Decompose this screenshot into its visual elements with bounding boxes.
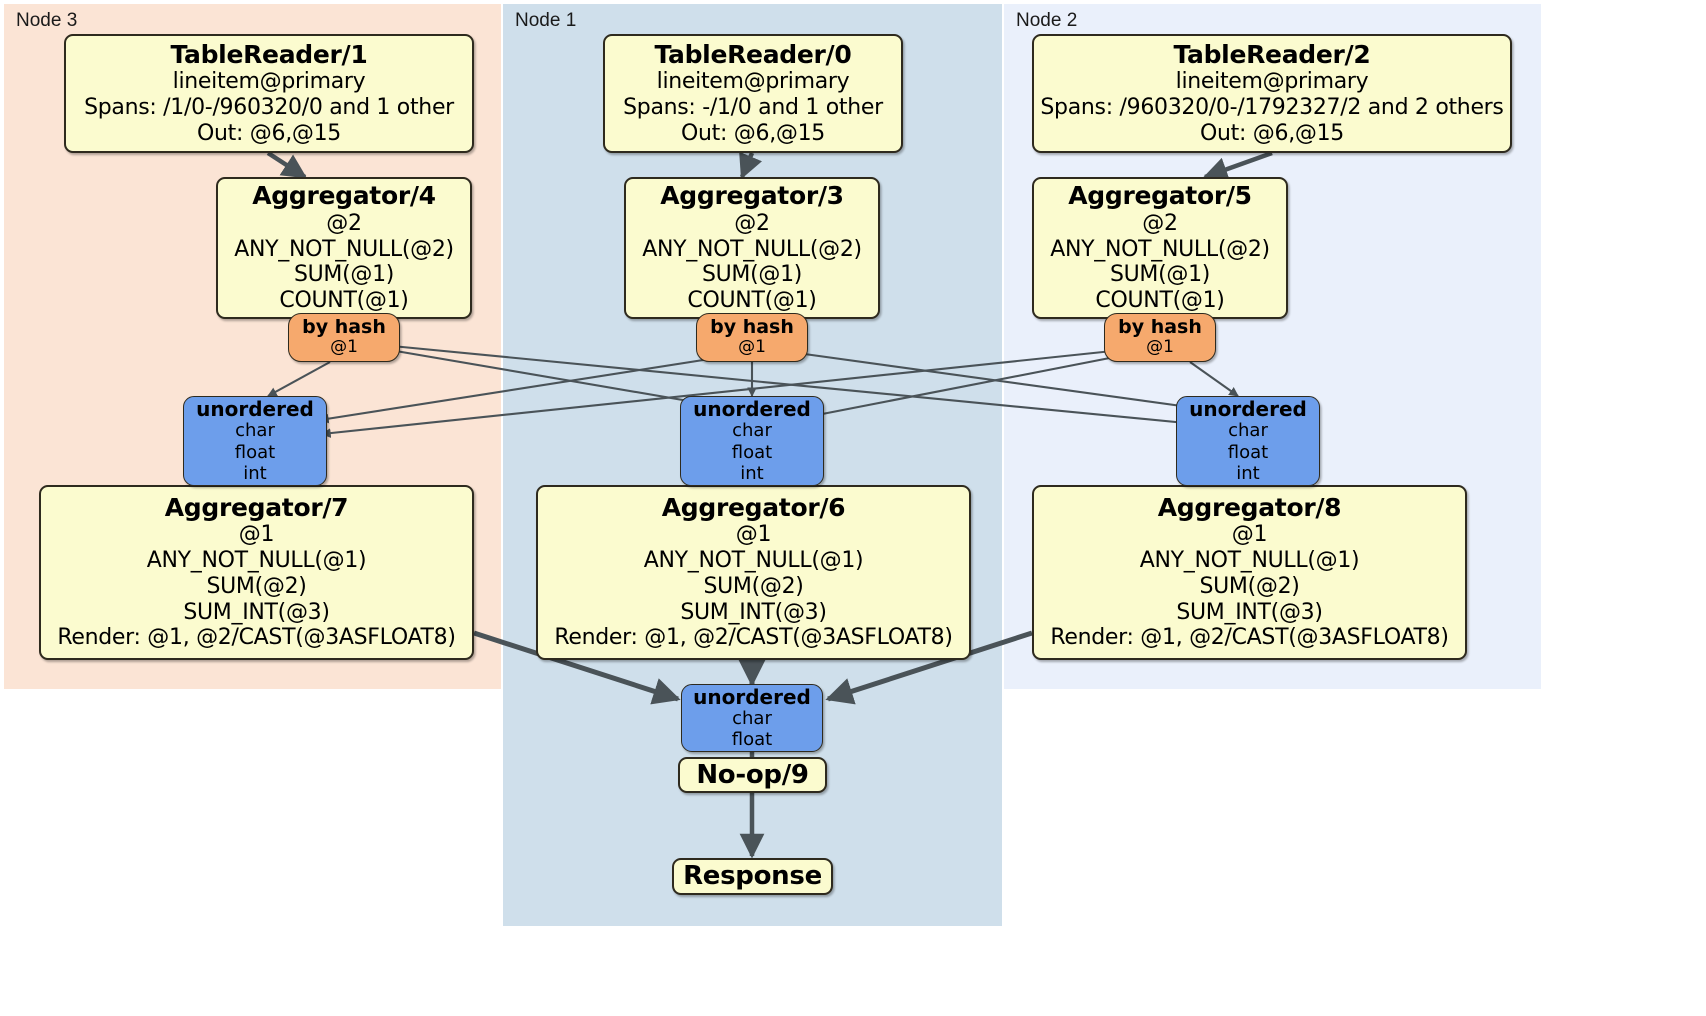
receiver-type: float [731, 729, 773, 751]
processor-tablereader-0[interactable]: TableReader/0 lineitem@primary Spans: -/… [603, 34, 903, 153]
processor-func: ANY_NOT_NULL(@2) [1050, 236, 1270, 262]
processor-title: Aggregator/7 [164, 492, 349, 522]
processor-title: TableReader/0 [654, 39, 852, 69]
node-panel-label-node2: Node 2 [1016, 10, 1078, 31]
processor-render: Render: @1, @2/CAST(@3ASFLOAT8) [1050, 625, 1449, 651]
processor-aggregator-5[interactable]: Aggregator/5 @2 ANY_NOT_NULL(@2) SUM(@1)… [1032, 177, 1288, 319]
processor-func: SUM(@1) [1109, 262, 1211, 288]
processor-group: @2 [1142, 210, 1178, 236]
processor-title: Aggregator/6 [661, 492, 846, 522]
router-title: by hash [302, 316, 386, 339]
processor-func: SUM(@1) [293, 262, 395, 288]
processor-group: @1 [1231, 522, 1268, 548]
processor-func: ANY_NOT_NULL(@2) [642, 236, 862, 262]
receiver-type: char [235, 420, 275, 442]
processor-func: ANY_NOT_NULL(@1) [146, 548, 367, 574]
output-router-by-hash-aggregator-5[interactable]: by hash @1 [1104, 313, 1216, 362]
receiver-type: float [234, 441, 276, 463]
router-title: by hash [1118, 316, 1202, 339]
processor-func: SUM(@2) [206, 573, 307, 599]
processor-table: lineitem@primary [1175, 69, 1369, 95]
processor-func: SUM_INT(@3) [183, 599, 330, 625]
processor-aggregator-8[interactable]: Aggregator/8 @1 ANY_NOT_NULL(@1) SUM(@2)… [1032, 485, 1467, 660]
router-key: @1 [330, 337, 358, 358]
processor-func: SUM(@2) [703, 573, 804, 599]
processor-tablereader-1[interactable]: TableReader/1 lineitem@primary Spans: /1… [64, 34, 474, 153]
processor-title: TableReader/2 [1173, 39, 1371, 69]
processor-title: Aggregator/3 [660, 181, 844, 211]
processor-render: Render: @1, @2/CAST(@3ASFLOAT8) [57, 625, 456, 651]
router-key: @1 [738, 337, 766, 358]
receiver-title: unordered [196, 396, 314, 421]
receiver-title: unordered [1189, 396, 1307, 421]
output-router-by-hash-aggregator-3[interactable]: by hash @1 [696, 313, 808, 362]
processor-title: No-op/9 [696, 759, 809, 790]
processor-aggregator-3[interactable]: Aggregator/3 @2 ANY_NOT_NULL(@2) SUM(@1)… [624, 177, 880, 319]
processor-group: @2 [326, 210, 362, 236]
router-key: @1 [1146, 337, 1174, 358]
response-title: Response [683, 861, 822, 892]
receiver-type: char [732, 420, 772, 442]
router-title: by hash [710, 316, 794, 339]
receiver-type: int [1236, 462, 1260, 484]
processor-func: SUM_INT(@3) [1176, 599, 1323, 625]
receiver-type: char [1228, 420, 1268, 442]
processor-func: ANY_NOT_NULL(@1) [1139, 548, 1360, 574]
processor-spans: Spans: /960320/0-/1792327/2 and 2 others [1040, 94, 1504, 120]
processor-no-op-9[interactable]: No-op/9 [678, 757, 827, 793]
processor-func: ANY_NOT_NULL(@2) [234, 236, 454, 262]
processor-title: Aggregator/8 [1157, 492, 1342, 522]
processor-render: Render: @1, @2/CAST(@3ASFLOAT8) [554, 625, 953, 651]
node-panel-label-node3: Node 3 [16, 10, 78, 31]
receiver-title: unordered [693, 684, 811, 709]
processor-func: COUNT(@1) [279, 287, 409, 313]
processor-func: SUM(@2) [1199, 573, 1300, 599]
input-synchronizer-unordered-node2[interactable]: unordered char float int [1176, 396, 1320, 486]
receiver-type: int [243, 462, 267, 484]
processor-func: SUM_INT(@3) [680, 599, 827, 625]
input-synchronizer-unordered-node1[interactable]: unordered char float int [680, 396, 824, 486]
processor-table: lineitem@primary [172, 69, 366, 95]
processor-func: SUM(@1) [701, 262, 803, 288]
receiver-type: int [740, 462, 764, 484]
receiver-type: char [732, 707, 772, 729]
receiver-type: float [731, 441, 773, 463]
processor-title: Aggregator/5 [1068, 181, 1252, 211]
processor-out: Out: @6,@15 [1200, 120, 1344, 146]
processor-title: Aggregator/4 [252, 181, 436, 211]
processor-func: ANY_NOT_NULL(@1) [643, 548, 864, 574]
processor-aggregator-7[interactable]: Aggregator/7 @1 ANY_NOT_NULL(@1) SUM(@2)… [39, 485, 474, 660]
processor-out: Out: @6,@15 [197, 120, 341, 146]
receiver-type: float [1227, 441, 1269, 463]
processor-func: COUNT(@1) [1095, 287, 1225, 313]
processor-title: TableReader/1 [170, 39, 368, 69]
processor-tablereader-2[interactable]: TableReader/2 lineitem@primary Spans: /9… [1032, 34, 1512, 153]
output-router-by-hash-aggregator-4[interactable]: by hash @1 [288, 313, 400, 362]
response-node[interactable]: Response [672, 858, 833, 895]
processor-aggregator-6[interactable]: Aggregator/6 @1 ANY_NOT_NULL(@1) SUM(@2)… [536, 485, 971, 660]
processor-group: @1 [238, 522, 275, 548]
processor-group: @1 [735, 522, 772, 548]
processor-spans: Spans: -/1/0 and 1 other [623, 94, 883, 120]
receiver-title: unordered [693, 396, 811, 421]
processor-out: Out: @6,@15 [681, 120, 825, 146]
processor-table: lineitem@primary [656, 69, 850, 95]
processor-func: COUNT(@1) [687, 287, 817, 313]
processor-spans: Spans: /1/0-/960320/0 and 1 other [84, 94, 454, 120]
processor-group: @2 [734, 210, 770, 236]
node-panel-label-node1: Node 1 [515, 10, 577, 31]
processor-aggregator-4[interactable]: Aggregator/4 @2 ANY_NOT_NULL(@2) SUM(@1)… [216, 177, 472, 319]
input-synchronizer-unordered-node3[interactable]: unordered char float int [183, 396, 327, 486]
input-synchronizer-unordered-final[interactable]: unordered char float [681, 684, 823, 752]
